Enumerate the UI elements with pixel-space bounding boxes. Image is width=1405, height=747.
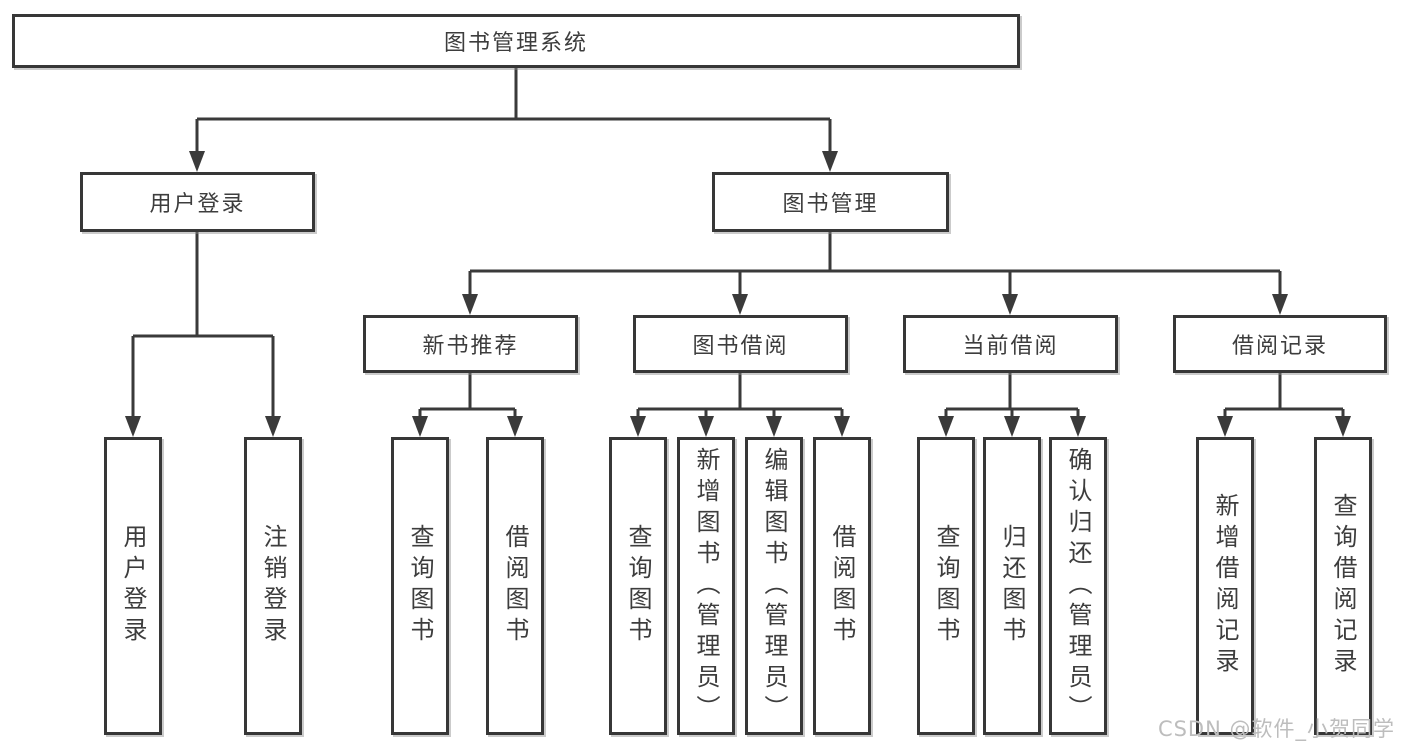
node-label: 用户登录: [149, 192, 246, 217]
csdn-watermark: CSDN @软件_小贺同学: [1157, 717, 1395, 741]
node-label: 新增借阅记录: [1211, 493, 1239, 679]
node-label: 查询图书: [624, 524, 652, 648]
node-label: 图书借阅: [692, 334, 789, 359]
leaf-query-books-current: 查询图书: [917, 437, 975, 735]
node-label: 借阅图书: [828, 524, 856, 648]
leaf-edit-books-admin: 编辑图书（管理员）: [745, 437, 803, 735]
leaf-return-books: 归还图书: [983, 437, 1041, 735]
arrowheads: [125, 151, 1351, 437]
node-label: 用户登录: [119, 524, 147, 648]
node-book-borrowing: 图书借阅: [633, 315, 848, 373]
leaf-query-borrow-record: 查询借阅记录: [1314, 437, 1372, 735]
node-label: 当前借阅: [962, 334, 1059, 359]
node-label: 查询图书: [406, 524, 434, 648]
node-label: 借阅图书: [501, 524, 529, 648]
leaf-query-books-borrowing: 查询图书: [609, 437, 667, 735]
node-label: 归还图书: [998, 524, 1026, 648]
node-user-login-branch: 用户登录: [80, 172, 315, 232]
node-label: 编辑图书（管理员）: [760, 446, 788, 726]
node-label: 新增图书（管理员）: [692, 446, 720, 726]
leaf-borrow-books: 借阅图书: [813, 437, 871, 735]
node-current-borrowing: 当前借阅: [903, 315, 1118, 373]
leaf-query-books-recommend: 查询图书: [391, 437, 449, 735]
leaf-confirm-return-admin: 确认归还（管理员）: [1049, 437, 1107, 735]
leaf-borrow-books-recommend: 借阅图书: [486, 437, 544, 735]
node-book-management-branch: 图书管理: [712, 172, 949, 232]
leaf-user-login: 用户登录: [104, 437, 162, 735]
node-label: 图书管理: [782, 192, 879, 217]
node-label: 图书管理系统: [443, 31, 588, 56]
node-label: 查询图书: [932, 524, 960, 648]
node-label: 借阅记录: [1231, 334, 1328, 359]
node-new-book-recommend: 新书推荐: [363, 315, 578, 373]
node-label: 新书推荐: [422, 334, 519, 359]
node-label: 确认归还（管理员）: [1064, 446, 1092, 726]
leaf-add-books-admin: 新增图书（管理员）: [677, 437, 735, 735]
node-borrowing-records: 借阅记录: [1173, 315, 1387, 373]
node-label: 查询借阅记录: [1329, 493, 1357, 679]
node-label: 注销登录: [259, 524, 287, 648]
leaf-logout: 注销登录: [244, 437, 302, 735]
leaf-add-borrow-record: 新增借阅记录: [1196, 437, 1254, 735]
node-library-management-system: 图书管理系统: [12, 14, 1020, 68]
